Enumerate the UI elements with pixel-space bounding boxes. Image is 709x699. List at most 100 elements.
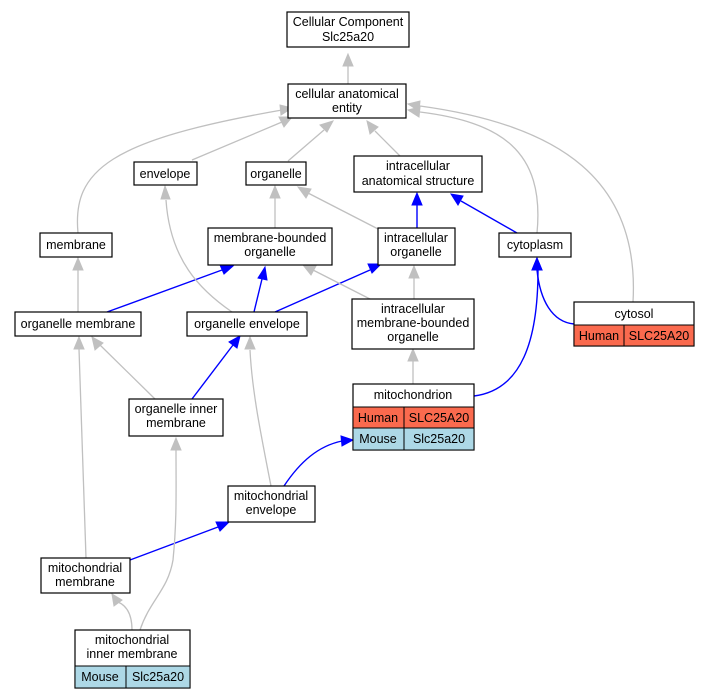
node-label: envelope: [140, 167, 191, 181]
arrowhead: [219, 264, 235, 275]
node-cellular-component[interactable]: Cellular Component Slc25a20: [286, 11, 410, 48]
arrowhead: [408, 264, 420, 279]
edge-mito-cytoplasm: [473, 269, 539, 397]
edge-cytoplasm-ias: [460, 200, 518, 234]
gene-cell-mouse: [403, 427, 475, 451]
edge-mim-mm: [117, 601, 133, 631]
arrowhead: [319, 120, 335, 133]
node-membrane-bounded-organelle[interactable]: membrane-bounded organelle: [207, 227, 333, 266]
edge-membrane-cae: [76, 109, 283, 234]
species-label: Human: [358, 411, 398, 425]
arrowhead: [257, 265, 268, 281]
species-label: Mouse: [359, 432, 397, 446]
edge-om-mbo: [106, 269, 223, 313]
edge-oe-mbo: [253, 278, 263, 313]
arrowhead: [170, 436, 182, 451]
node-intracellular-anatomical-structure[interactable]: intracellular anatomical structure: [353, 155, 483, 193]
arrowhead: [340, 435, 355, 447]
arrowhead: [342, 52, 354, 67]
edge-ias-cae: [374, 130, 401, 157]
edges: [72, 52, 635, 631]
node-label: cytosol: [615, 307, 654, 321]
edge-cytosol-cae: [419, 105, 635, 303]
node-label: organelle: [250, 167, 301, 181]
edge-me-oe: [249, 349, 272, 487]
arrowhead: [269, 184, 281, 199]
node-label: organelle envelope: [194, 317, 300, 331]
edge-imbo-mbo: [312, 269, 371, 300]
node-label: membrane: [55, 575, 115, 589]
arrowhead: [407, 347, 419, 362]
edge-oe-envelope: [165, 199, 233, 313]
edge-cytoplasm-cae: [419, 111, 539, 234]
gene-cell-mouse: [125, 665, 191, 689]
node-label: Cellular Component: [293, 15, 404, 29]
nodes: Cellular Component Slc25a20 cellular ana…: [14, 11, 695, 689]
edge-oim-oe: [191, 344, 234, 400]
arrowhead: [160, 184, 171, 200]
node-label: membrane: [46, 238, 106, 252]
edge-oim-om: [99, 344, 156, 400]
edge-envelope-cae: [191, 121, 283, 161]
node-label: organelle: [387, 330, 438, 344]
node-label: membrane: [146, 416, 206, 430]
node-intracellular-organelle[interactable]: intracellular organelle: [377, 227, 456, 266]
gene-cell-human: [623, 324, 695, 347]
arrowhead: [531, 256, 543, 271]
node-label: organelle membrane: [21, 317, 136, 331]
arrowhead: [215, 521, 231, 532]
node-label: organelle: [244, 245, 295, 259]
node-label: intracellular: [381, 302, 445, 316]
arrowhead: [278, 116, 294, 128]
node-organelle-membrane[interactable]: organelle membrane: [14, 311, 142, 337]
arrowhead: [91, 336, 104, 351]
node-organelle-inner-membrane[interactable]: organelle inner membrane: [128, 398, 224, 437]
arrowhead: [72, 256, 84, 271]
node-intracellular-membrane-bounded-organelle[interactable]: intracellular membrane-bounded organelle: [351, 298, 475, 350]
arrowhead: [367, 263, 383, 274]
node-label: organelle: [390, 245, 441, 259]
edge-mm-om: [78, 348, 87, 559]
node-label: anatomical structure: [362, 174, 475, 188]
node-mitochondrial-envelope[interactable]: mitochondrial envelope: [227, 485, 316, 523]
node-mitochondrion[interactable]: mitochondrion Human SLC25A20 Mouse Slc25…: [352, 383, 475, 451]
node-label: mitochondrion: [374, 388, 453, 402]
node-label: cytoplasm: [507, 238, 563, 252]
edge-me-mito: [283, 440, 343, 487]
arrowhead: [111, 593, 123, 607]
gene-label: Slc25a20: [132, 670, 184, 684]
node-cytoplasm[interactable]: cytoplasm: [498, 232, 572, 258]
edge-cytosol-cytoplasm: [536, 269, 575, 325]
node-mitochondrial-inner-membrane[interactable]: mitochondrial inner membrane Mouse Slc25…: [74, 629, 191, 689]
arrowhead: [73, 335, 85, 350]
node-label: envelope: [246, 503, 297, 517]
node-cytosol[interactable]: cytosol Human SLC25A20: [573, 301, 695, 347]
arrowhead: [366, 120, 379, 135]
arrowhead: [228, 335, 241, 349]
gene-label: SLC25A20: [629, 329, 690, 343]
edge-io-organelle: [307, 192, 381, 231]
node-label: membrane-bounded: [214, 231, 327, 245]
arrowhead: [244, 335, 256, 350]
node-mitochondrial-membrane[interactable]: mitochondrial membrane: [40, 557, 131, 594]
edge-mim-oim: [139, 449, 177, 631]
arrowhead: [449, 193, 464, 206]
species-label: Mouse: [81, 670, 119, 684]
node-organelle-envelope[interactable]: organelle envelope: [186, 311, 308, 337]
node-envelope[interactable]: envelope: [133, 161, 198, 186]
edge-organelle-cae: [287, 129, 325, 162]
arrowhead: [411, 191, 423, 206]
species-label: Human: [579, 329, 619, 343]
arrowhead: [296, 186, 312, 199]
node-label: mitochondrial: [95, 633, 169, 647]
node-label: mitochondrial: [234, 489, 308, 503]
edge-oe-io: [274, 269, 371, 313]
node-organelle[interactable]: organelle: [245, 161, 307, 186]
node-label: intracellular: [384, 231, 448, 245]
gene-label: Slc25a20: [413, 432, 465, 446]
node-label: Slc25a20: [322, 30, 374, 44]
arrowhead: [406, 100, 421, 112]
node-cellular-anatomical-entity[interactable]: cellular anatomical entity: [287, 83, 407, 119]
node-membrane[interactable]: membrane: [39, 232, 113, 258]
